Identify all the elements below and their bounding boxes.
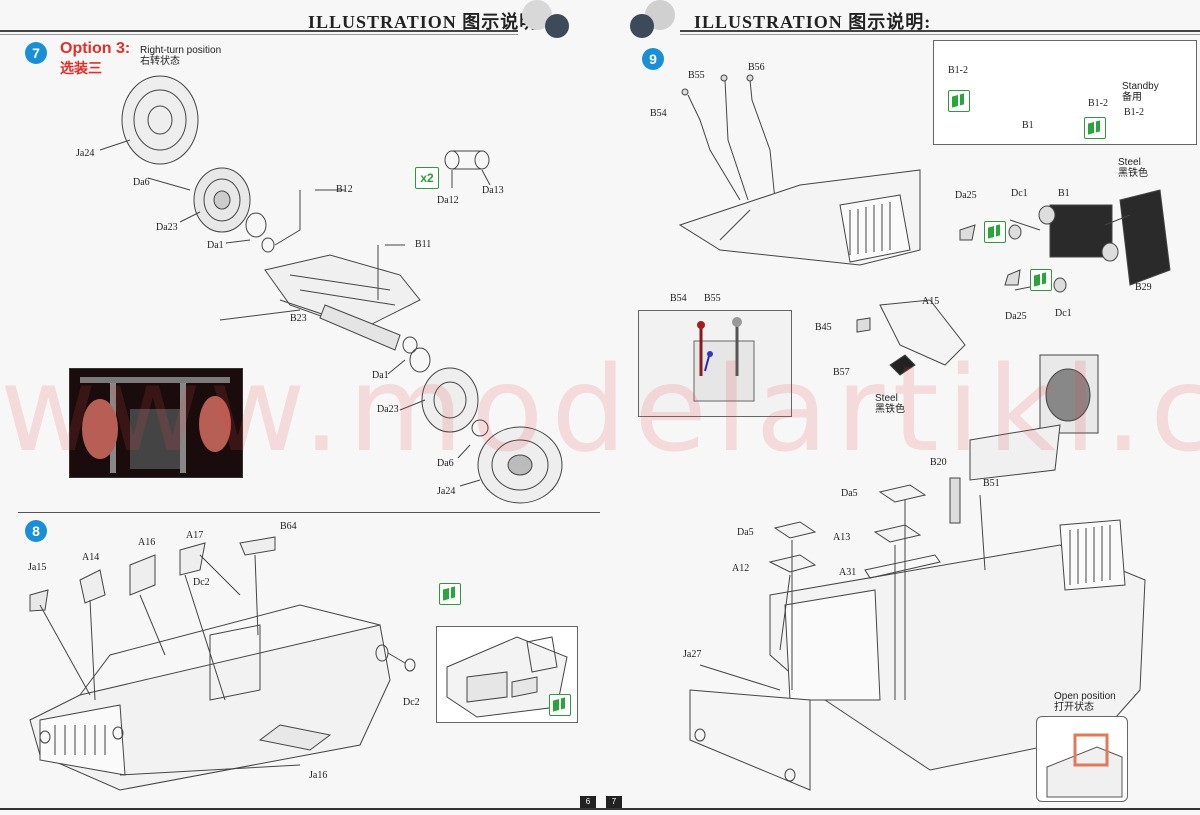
step-divider (18, 512, 603, 513)
option-3-cn: 选装三 (60, 60, 102, 76)
label-a14: A14 (82, 552, 100, 563)
label-da23-top: Da23 (156, 222, 178, 233)
label-inset-b55: B55 (704, 293, 721, 304)
option-3-title: Option 3: (60, 40, 131, 57)
right-header-rule-thin (680, 34, 1200, 35)
label-ja24-bottom: Ja24 (437, 486, 456, 497)
label-a13: A13 (833, 532, 851, 543)
label-b11: B11 (415, 239, 432, 250)
label-b45: B45 (815, 322, 832, 333)
left-header-rule-thin (0, 34, 518, 35)
label-a16: A16 (138, 537, 156, 548)
label-da25-top: Da25 (955, 190, 977, 201)
lever-inset-art (639, 311, 791, 416)
steel-note-bottom-cn: 黑铁色 (875, 404, 905, 415)
label-b64: B64 (280, 521, 297, 532)
label-inset-b54: B54 (670, 293, 687, 304)
standby-part-label: B1-2 (1124, 107, 1144, 118)
steel-note-top-cn: 黑铁色 (1118, 168, 1148, 179)
label-ja15: Ja15 (28, 562, 47, 573)
label-dc1-top: Dc1 (1011, 188, 1028, 199)
step-9-badge: 9 (642, 48, 664, 70)
label-dc2-right: Dc2 (403, 697, 420, 708)
x2-multiplier-icon: x2 (415, 167, 439, 189)
right-turn-note-cn: 右转状态 (140, 56, 180, 67)
label-b51: B51 (983, 478, 1000, 489)
steel-note-top-en: Steel (1118, 157, 1141, 168)
label-b29: B29 (1135, 282, 1152, 293)
steel-note-top: Steel 黑铁色 (1118, 157, 1148, 179)
label-a15: A15 (922, 296, 940, 307)
label-b20: B20 (930, 457, 947, 468)
glue-icon-standby-left (948, 90, 970, 112)
cement-icon-bottom (1030, 269, 1052, 291)
label-da12: Da12 (437, 195, 459, 206)
open-position-note: Open position 打开状态 (1054, 691, 1116, 713)
page-number-right: 7 (606, 796, 622, 808)
left-page: ILLUSTRATION 图示说明: 7 Option 3: 选装三 Right… (0, 0, 603, 815)
reference-photo (69, 368, 243, 478)
label-ja27: Ja27 (683, 649, 702, 660)
standby-label-en: Standby (1122, 81, 1159, 92)
reference-photo-art (70, 369, 242, 477)
open-position-note-cn: 打开状态 (1054, 702, 1094, 713)
label-da13: Da13 (482, 185, 504, 196)
right-turn-note: Right-turn position 右转状态 (140, 45, 221, 67)
label-b57: B57 (833, 367, 850, 378)
label-da1-bottom: Da1 (372, 370, 389, 381)
right-turn-note-en: Right-turn position (140, 45, 222, 56)
standby-label-cn: 备用 (1122, 92, 1142, 103)
right-header-ornament-dark (630, 14, 654, 38)
label-b55: B55 (688, 70, 705, 81)
label-ja24-top: Ja24 (76, 148, 95, 159)
glue-icon-bottom (549, 694, 571, 716)
label-da6-bottom: Da6 (437, 458, 454, 469)
step-8-inset-art (446, 636, 568, 718)
open-position-inset-art (1046, 733, 1123, 798)
label-a31: A31 (839, 567, 857, 578)
steel-note-bottom: Steel 黑铁色 (875, 393, 905, 415)
standby-panel: Standby 备用 B1-2 (933, 40, 1197, 145)
label-a12: A12 (732, 563, 750, 574)
label-da23-bottom: Da23 (377, 404, 399, 415)
label-b1-mid: B1 (1058, 188, 1070, 199)
standby-label: Standby 备用 (1122, 81, 1159, 103)
label-da5-b: Da5 (737, 527, 754, 538)
label-da6-top: Da6 (133, 177, 150, 188)
label-dc1-bottom: Dc1 (1055, 308, 1072, 319)
glue-icon-top (439, 583, 461, 605)
label-a17: A17 (186, 530, 204, 541)
label-da1-top: Da1 (207, 240, 224, 251)
label-b1-2-a: B1-2 (948, 65, 968, 76)
step-7-diagram (99, 75, 563, 504)
left-footer-rule (0, 808, 600, 810)
label-dc2-top: Dc2 (193, 577, 210, 588)
left-header-ornament-dark (545, 14, 569, 38)
right-footer-rule (600, 808, 1200, 810)
label-b23: B23 (290, 313, 307, 324)
step-7-badge: 7 (25, 42, 47, 64)
label-b1-top: B1 (1022, 120, 1034, 131)
left-header-title: ILLUSTRATION 图示说明: (308, 12, 546, 32)
right-page: ILLUSTRATION 图示说明: 9 (600, 0, 1200, 815)
right-header-rule (680, 30, 1200, 32)
lever-inset-panel (638, 310, 792, 417)
label-b54: B54 (650, 108, 667, 119)
label-da25-bottom: Da25 (1005, 311, 1027, 322)
label-b12: B12 (336, 184, 353, 195)
steel-note-bottom-en: Steel (875, 393, 898, 404)
open-position-inset (1036, 716, 1128, 802)
glue-icon-standby-right (1084, 117, 1106, 139)
label-da5-a: Da5 (841, 488, 858, 499)
right-header-title: ILLUSTRATION 图示说明: (694, 12, 932, 32)
open-position-note-en: Open position (1054, 691, 1116, 702)
left-header-rule (0, 30, 518, 32)
page-number-left: 6 (580, 796, 596, 808)
label-b1-2-b: B1-2 (1088, 98, 1108, 109)
cement-icon-top (984, 221, 1006, 243)
label-b56: B56 (748, 62, 765, 73)
step-8-badge: 8 (25, 520, 47, 542)
label-ja16: Ja16 (309, 770, 328, 781)
step-8-diagram (29, 536, 416, 791)
